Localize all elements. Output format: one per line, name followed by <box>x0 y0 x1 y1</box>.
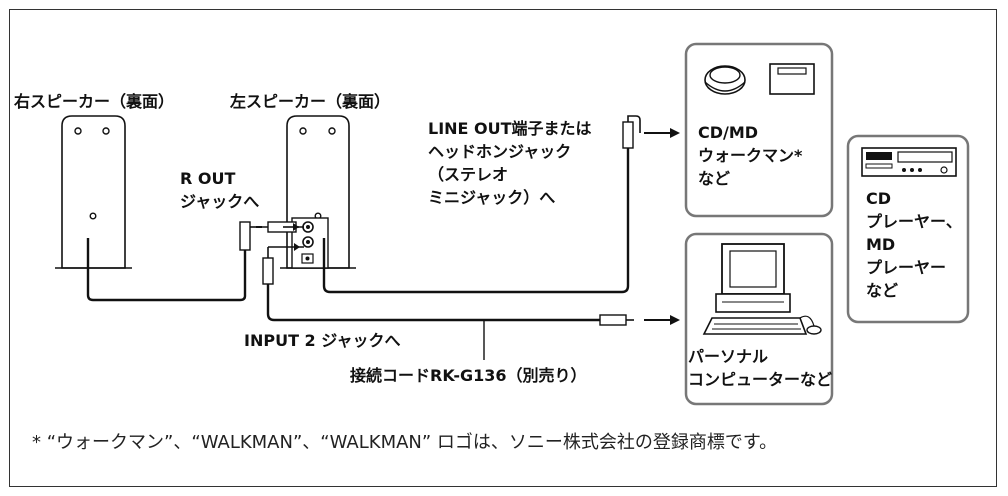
walkman-label-3: など <box>698 169 731 188</box>
line-out-cable <box>322 115 680 294</box>
line-out-label-1: LINE OUT端子または <box>428 119 592 138</box>
left-speaker-label: 左スピーカー（裏面） <box>230 92 391 111</box>
pc-box <box>684 232 834 406</box>
input2-label: INPUT 2 ジャックへ <box>244 331 401 350</box>
pc-label-1: パーソナル <box>688 347 769 366</box>
walkman-box <box>684 42 834 218</box>
walkman-label-2: ウォークマン* <box>698 146 803 165</box>
pc-label-2: コンピューターなど <box>688 370 833 389</box>
line-out-label-4: ミニジャック）へ <box>428 188 556 207</box>
line-out-label-3: （ステレオ <box>428 165 509 184</box>
cd-player-box <box>846 134 970 324</box>
cord-label: 接続コードRK-G136（別売り） <box>350 366 587 385</box>
player-label-5: など <box>866 281 899 300</box>
right-speaker-label: 右スピーカー（裏面） <box>14 92 175 111</box>
diagram-frame <box>9 9 997 487</box>
trademark-footnote: * “ウォークマン”、“WALKMAN”、“WALKMAN” ロゴは、ソニー株式… <box>32 432 778 453</box>
r-out-label-1: R OUT <box>180 169 236 188</box>
player-label-2: プレーヤー、 <box>866 212 962 231</box>
r-out-label-2: ジャックへ <box>180 192 260 211</box>
right-speaker <box>55 115 132 269</box>
player-label-4: プレーヤー <box>866 258 947 277</box>
walkman-label-1: CD/MD <box>698 123 759 142</box>
player-label-1: CD <box>866 189 892 208</box>
line-out-label-2: ヘッドホンジャック <box>428 142 572 161</box>
r-out-cable <box>86 221 304 302</box>
input2-cable <box>262 243 680 360</box>
player-label-3: MD <box>866 235 896 254</box>
left-speaker <box>280 115 356 269</box>
